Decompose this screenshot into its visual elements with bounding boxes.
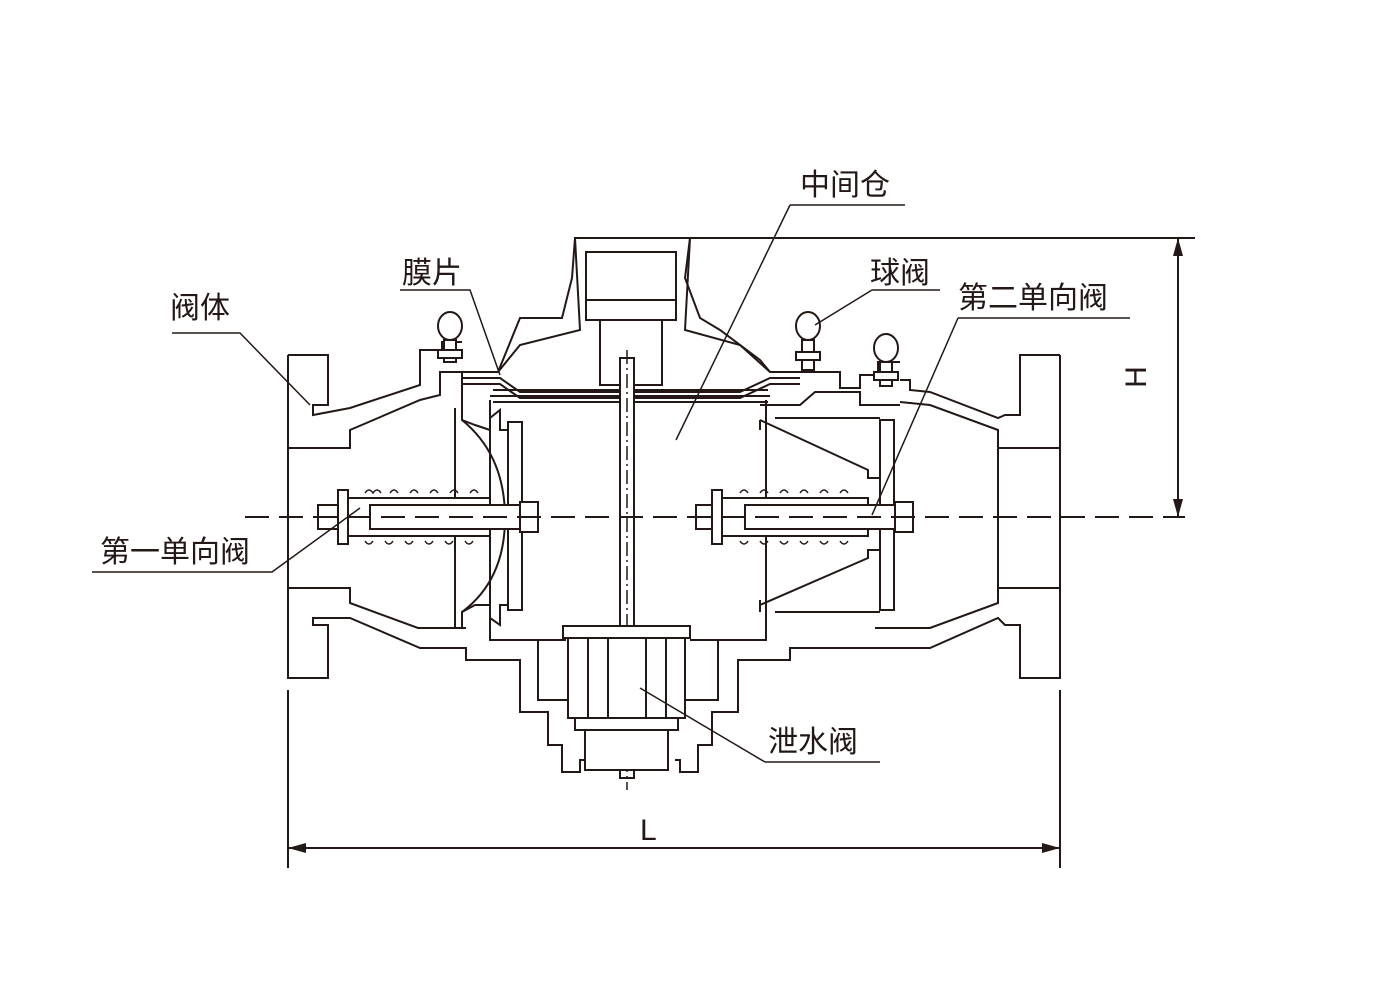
label-drain-valve: 泄水阀: [768, 725, 858, 760]
label-valve-body: 阀体: [170, 291, 230, 326]
label-second-check-valve: 第二单向阀: [958, 281, 1108, 316]
label-ball-valve: 球阀: [870, 256, 930, 291]
dimension-length-label: L: [640, 814, 657, 847]
label-middle-chamber: 中间仓: [800, 168, 890, 203]
ball-valve-left: [437, 311, 463, 363]
dimension-height-label: H: [1120, 366, 1153, 388]
label-diaphragm: 膜片: [402, 256, 462, 291]
label-first-check-valve: 第一单向阀: [100, 535, 250, 570]
ball-valve-right: [873, 333, 899, 387]
leader-lines: [92, 204, 1130, 763]
ball-valve-middle: [795, 311, 821, 371]
drain-valve-assembly: [537, 350, 719, 790]
dimension-length: [287, 690, 1061, 868]
